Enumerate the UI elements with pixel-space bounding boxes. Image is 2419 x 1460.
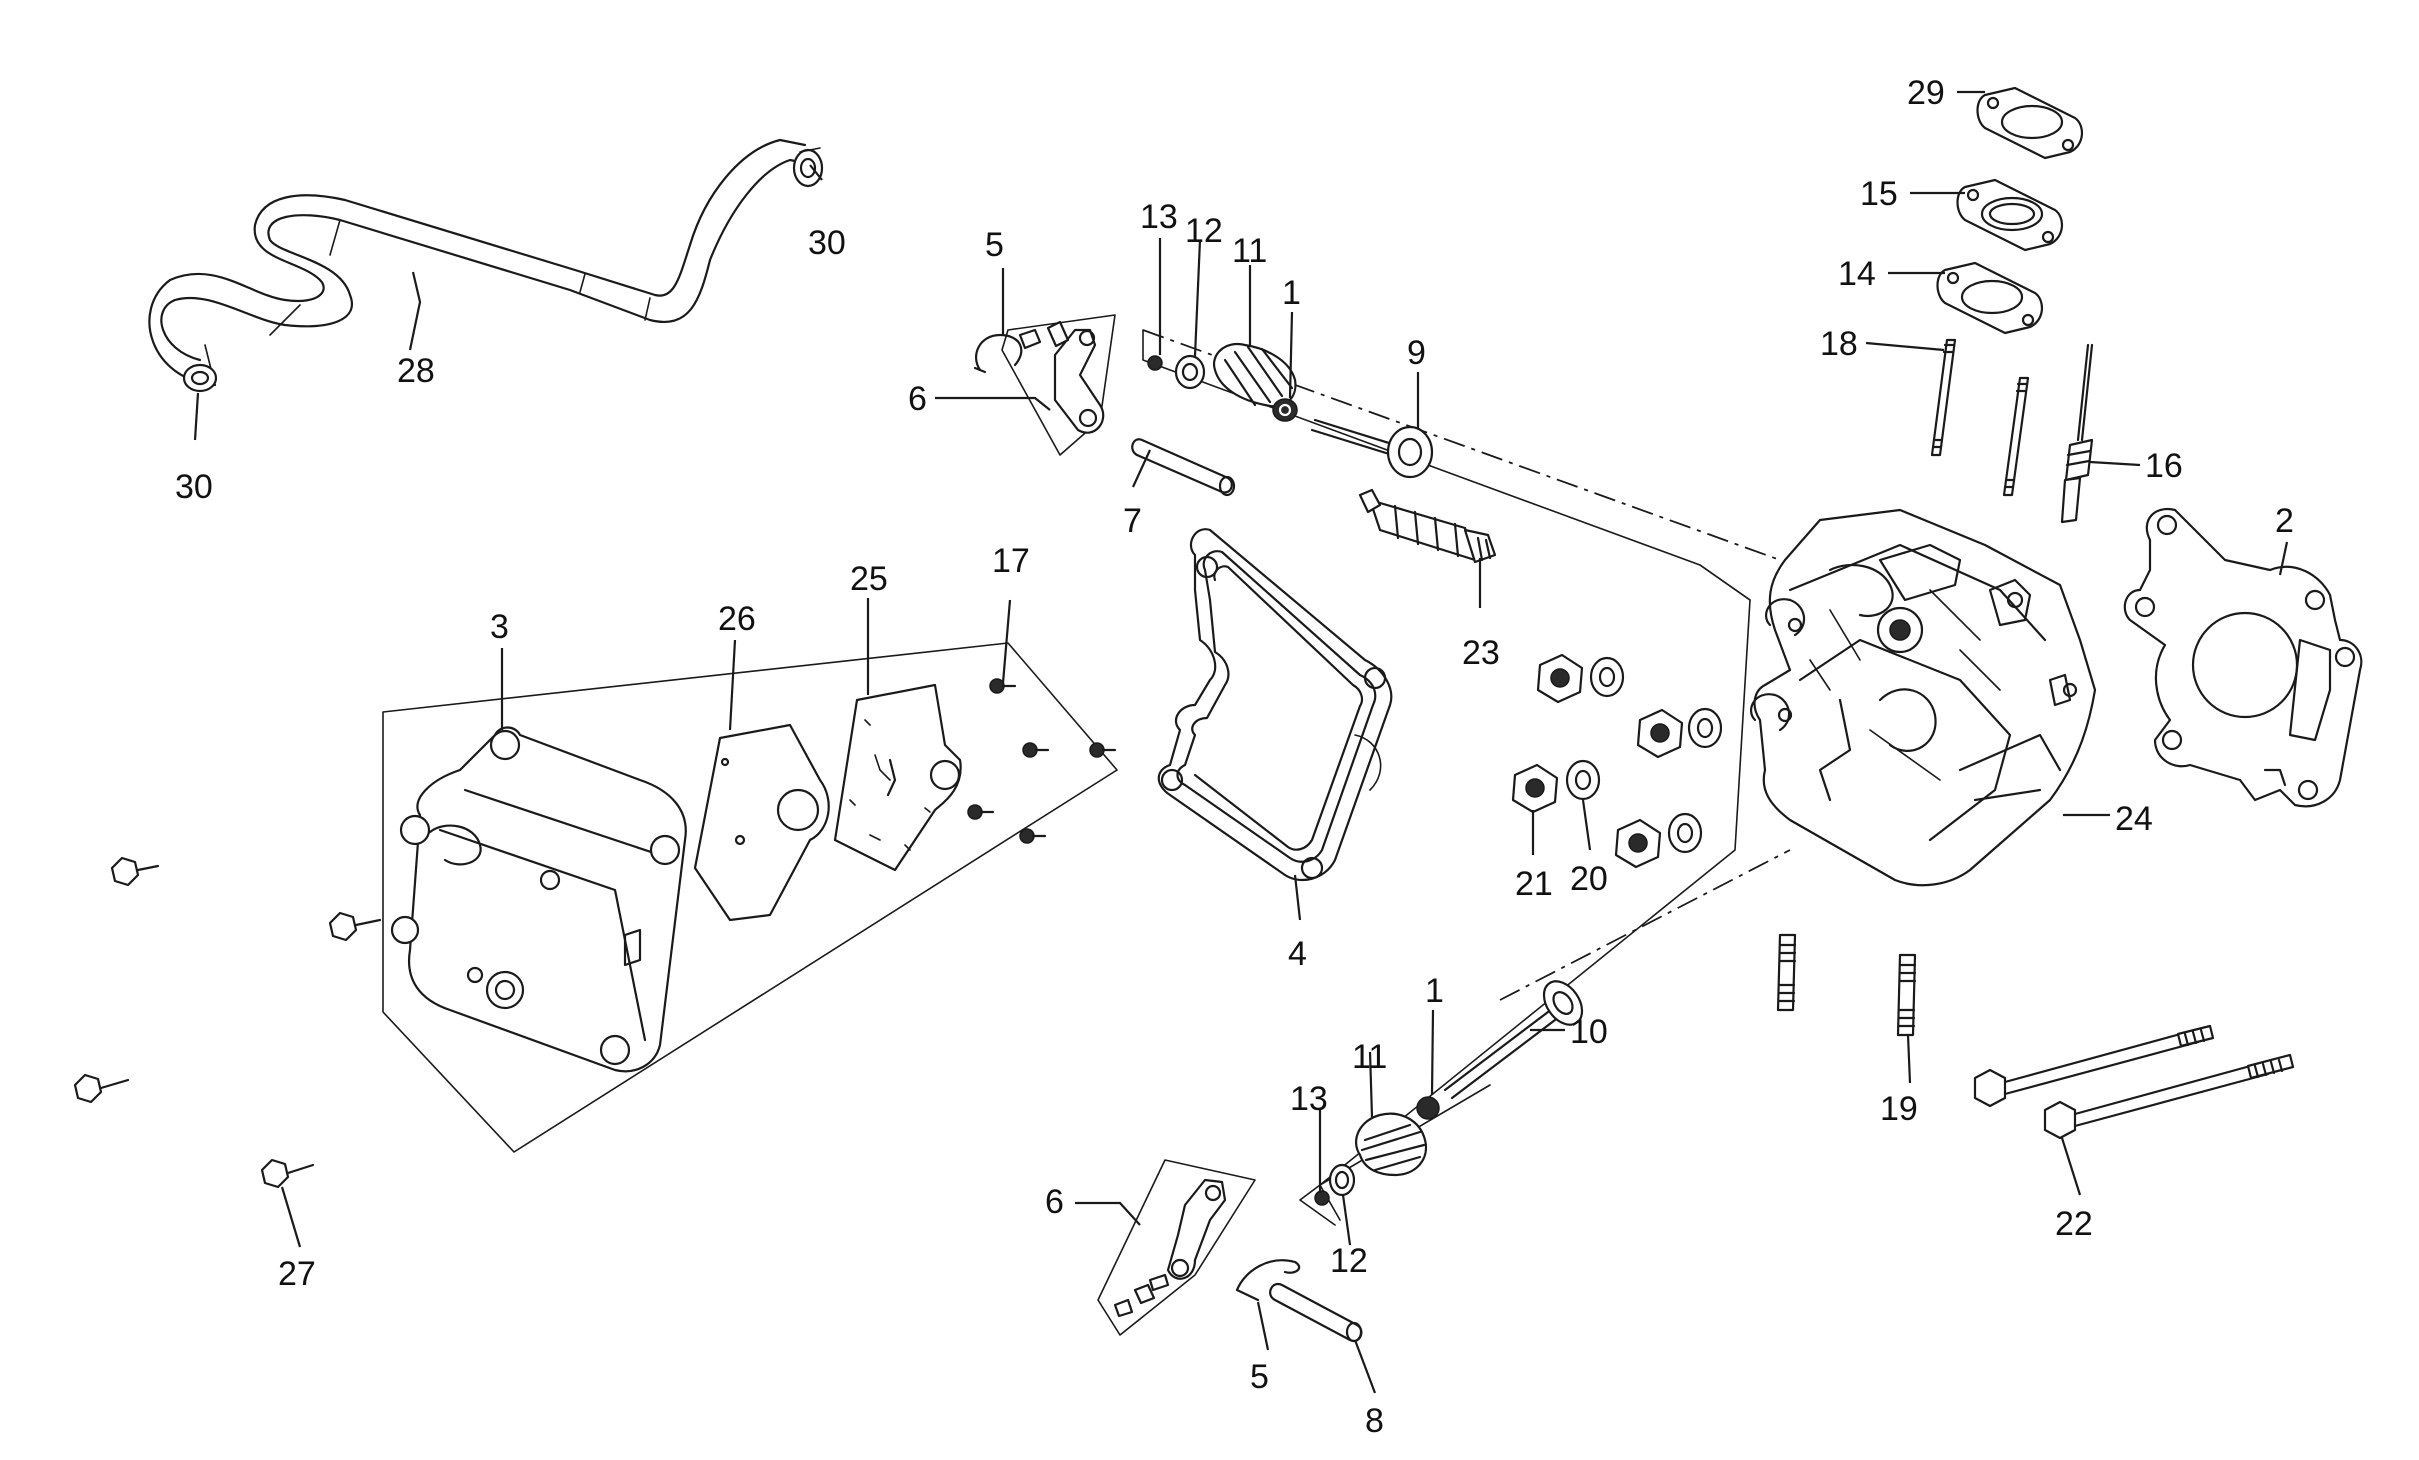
- intake-gasket-29: [1976, 86, 2083, 160]
- lower-valve-cotter: [1314, 1190, 1330, 1206]
- lower-rocker-outline: [1097, 1159, 1256, 1336]
- callout-25: 25: [850, 560, 888, 598]
- cylinder-head: [1750, 508, 2097, 887]
- callout-12-upper: 12: [1185, 212, 1223, 250]
- callout-1-lower: 1: [1425, 972, 1444, 1010]
- callout-4: 4: [1288, 935, 1307, 973]
- intake-gasket-14: [1936, 261, 2043, 335]
- lower-valve-seat-washer: [1328, 1163, 1356, 1197]
- cylinder-head-cover: [390, 726, 687, 1073]
- callout-5-upper: 5: [985, 226, 1004, 264]
- callout-28: 28: [397, 352, 435, 390]
- upper-rocker-arm: [1018, 320, 1105, 434]
- head-studs: [1776, 933, 1917, 1037]
- reed-plate: [833, 683, 962, 872]
- callout-16: 16: [2145, 447, 2183, 485]
- callout-18: 18: [1820, 325, 1858, 363]
- hose-clamp-upper: [792, 147, 824, 188]
- head-bolts: [1973, 1024, 2295, 1140]
- callout-3: 3: [490, 608, 509, 646]
- upper-valve-spring: [1212, 342, 1297, 408]
- lower-rocker-shaft: [1269, 1282, 1363, 1343]
- upper-valve-seat-washer: [1174, 354, 1206, 390]
- upper-rocker-shaft: [1131, 438, 1236, 497]
- callout-9: 9: [1407, 334, 1426, 372]
- callout-12-lower: 12: [1330, 1242, 1368, 1280]
- cover-group-outline: [382, 642, 1118, 1153]
- head-washers: [1565, 656, 1723, 854]
- lower-circlip: [1235, 1259, 1301, 1302]
- callout-8: 8: [1365, 1402, 1384, 1440]
- upper-valve-cotter: [1147, 355, 1163, 371]
- callout-22: 22: [2055, 1205, 2093, 1243]
- head-nuts: [1511, 653, 1684, 869]
- cover-bolts: [73, 856, 382, 1189]
- intake-valve: [1310, 418, 1434, 479]
- lower-valve-retainer: [1416, 1096, 1440, 1120]
- callout-13-upper: 13: [1140, 198, 1178, 236]
- leader-lines: [193, 90, 2289, 1394]
- lower-rocker-arm: [1113, 1178, 1227, 1318]
- callout-30-lower: 30: [175, 468, 213, 506]
- callout-29: 29: [1907, 74, 1945, 112]
- breather-plate: [693, 723, 830, 922]
- callout-5-lower: 5: [1250, 1358, 1269, 1396]
- callout-labels: 30 28 30 5 6 13 12 11 1 9 7 23 29 15 14 …: [175, 74, 2294, 1440]
- callout-20: 20: [1570, 860, 1608, 898]
- intake-insulator-15: [1956, 178, 2063, 252]
- callout-17: 17: [992, 542, 1030, 580]
- callout-6-upper: 6: [908, 380, 927, 418]
- callout-11-upper: 11: [1232, 232, 1267, 270]
- callout-11-lower: 11: [1352, 1038, 1387, 1076]
- callout-7: 7: [1123, 502, 1142, 540]
- upper-valve-retainer: [1272, 398, 1298, 422]
- lower-valve-spring: [1354, 1112, 1428, 1177]
- callout-10: 10: [1570, 1013, 1608, 1051]
- callout-2: 2: [2275, 502, 2294, 540]
- callout-30-upper: 30: [808, 224, 846, 262]
- callout-14: 14: [1838, 255, 1876, 293]
- callout-27: 27: [278, 1255, 316, 1293]
- upper-rocker-outline: [1001, 314, 1116, 456]
- callout-24: 24: [2115, 800, 2153, 838]
- callout-13-lower: 13: [1290, 1080, 1328, 1118]
- callout-23: 23: [1462, 634, 1500, 672]
- upper-circlip: [973, 333, 1023, 374]
- intake-studs: [1930, 338, 2030, 497]
- callout-21: 21: [1515, 865, 1553, 903]
- callout-26: 26: [718, 600, 756, 638]
- callout-15: 15: [1860, 175, 1898, 213]
- callout-6-lower: 6: [1045, 1183, 1064, 1221]
- exhaust-valve: [1443, 980, 1584, 1100]
- callout-19: 19: [1880, 1090, 1918, 1128]
- spark-plug: [1358, 488, 1497, 564]
- hose-clamp-lower: [182, 363, 218, 393]
- callout-1-upper: 1: [1282, 274, 1301, 312]
- temperature-sensor: [2060, 343, 2094, 524]
- cylinder-head-cover-gasket: [1157, 528, 1393, 882]
- reed-plate-screws: [967, 678, 1117, 844]
- breather-hose: [148, 138, 817, 387]
- cylinder-head-gasket: [2123, 507, 2363, 808]
- lower-valve-dashline: [1499, 849, 1791, 1001]
